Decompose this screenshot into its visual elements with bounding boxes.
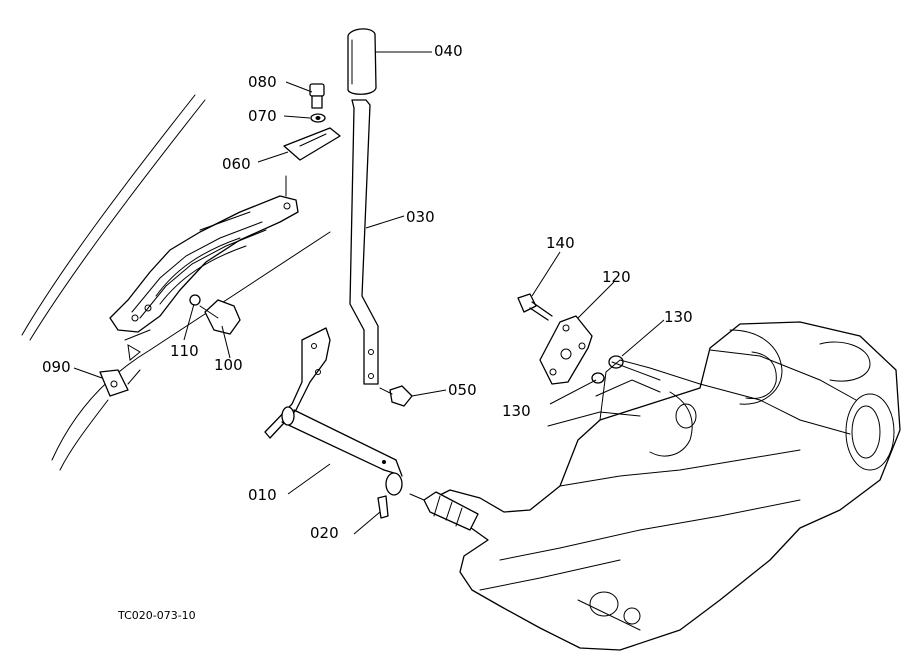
callout-030: 030 <box>406 208 435 226</box>
leader-lines <box>73 51 665 535</box>
part-020-pin <box>377 495 389 519</box>
shaft-coupler <box>409 491 479 531</box>
callout-110: 110 <box>170 342 199 360</box>
callout-130-lower: 130 <box>502 402 531 420</box>
callout-070: 070 <box>248 107 277 125</box>
part-080-bolt <box>309 83 325 109</box>
callout-010: 010 <box>248 486 277 504</box>
callout-100: 100 <box>214 356 243 374</box>
callout-020: 020 <box>310 524 339 542</box>
callout-130-upper: 130 <box>664 308 693 326</box>
part-090-clip <box>99 369 141 397</box>
callout-140: 140 <box>546 234 575 252</box>
part-060-guide <box>283 127 341 161</box>
transmission-housing <box>429 321 901 651</box>
guide-bracket <box>109 175 331 361</box>
part-100-knob <box>189 294 241 335</box>
callout-060: 060 <box>222 155 251 173</box>
part-070-washer <box>310 113 326 123</box>
part-140-bolt <box>517 293 553 321</box>
part-050-bolt <box>379 385 413 407</box>
callout-090: 090 <box>42 358 71 376</box>
figure-code: TC020-073-10 <box>118 609 196 622</box>
part-030-lever <box>349 99 379 385</box>
part-120-plate <box>539 315 593 385</box>
callout-080: 080 <box>248 73 277 91</box>
part-010-shaft <box>264 327 403 496</box>
callout-040: 040 <box>434 42 463 60</box>
callout-050: 050 <box>448 381 477 399</box>
part-130-orings <box>591 355 624 384</box>
callout-120: 120 <box>602 268 631 286</box>
part-040-grip <box>347 28 377 95</box>
fender-outline <box>21 94 206 471</box>
